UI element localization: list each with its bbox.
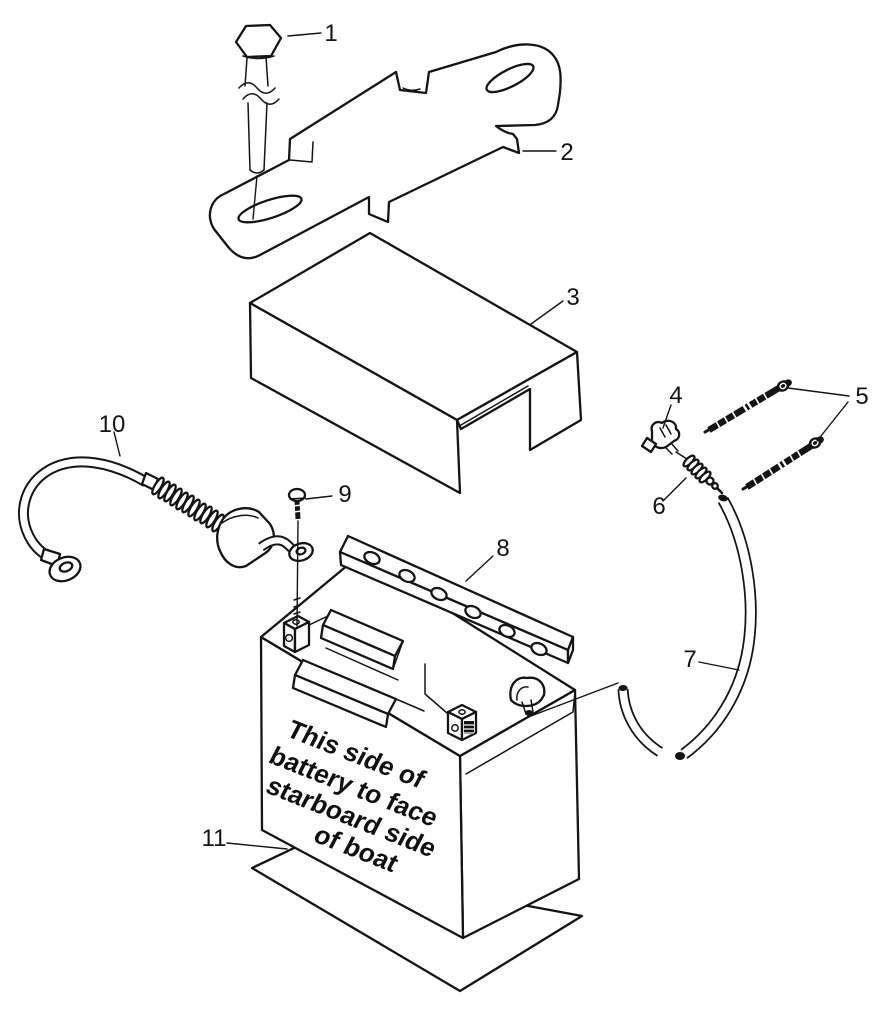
callout-3: 3 [566,284,579,311]
hold-down-bracket [208,43,562,260]
callout-leaders [113,32,850,850]
callout-10: 10 [99,411,126,438]
callout-11: 11 [202,825,227,852]
callout-6: 6 [652,493,665,520]
callout-1: 1 [324,20,337,47]
callout-2: 2 [560,139,573,166]
callout-5: 5 [855,383,868,410]
callout-numbers: 1 2 3 4 5 6 7 8 9 10 11 [99,20,869,852]
battery: This side of battery to face starboard s… [259,534,581,940]
vent-elbow-fitting [640,419,688,460]
battery-cable [18,456,314,583]
mounting-screw-upper [703,379,792,434]
mounting-screws [703,379,824,491]
mounting-screw-lower [741,436,824,491]
battery-cover [248,231,583,495]
hex-bolt [234,23,283,220]
terminal-eyelet [258,535,314,563]
spring-screw [682,454,724,495]
battery-handle-molding [291,608,448,729]
callout-8: 8 [496,535,509,562]
callout-9: 9 [338,481,351,508]
battery-terminal-center [446,703,478,742]
ring-terminal [39,547,82,583]
battery-vent-nipple [509,676,546,716]
terminal-boot [216,507,275,569]
terminal-screw [287,487,307,627]
vent-tube [530,494,757,760]
callout-4: 4 [669,382,682,409]
callout-7: 7 [683,646,696,673]
vent-tube-long [675,494,757,760]
battery-cell-caps [363,550,548,657]
vent-tube-short [617,684,664,757]
battery-cell-cover [338,534,575,665]
